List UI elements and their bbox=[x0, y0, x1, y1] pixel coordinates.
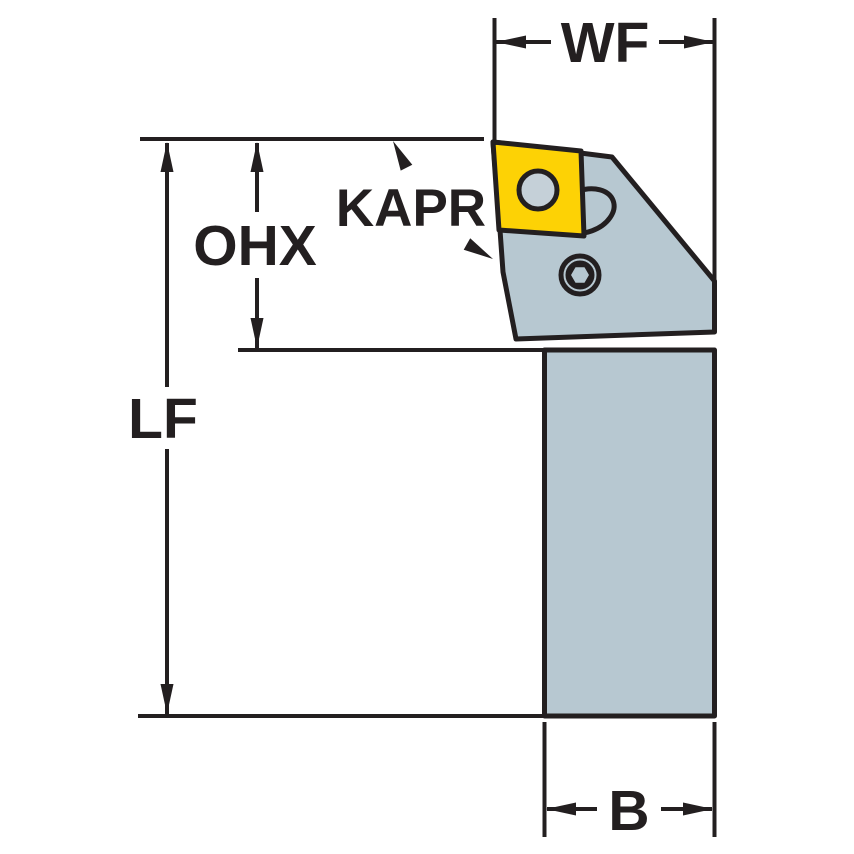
wf-label: WF bbox=[561, 11, 650, 75]
tool-shank bbox=[542, 347, 717, 719]
lf-arrow-up-icon bbox=[160, 142, 174, 172]
screw-hex-socket-icon bbox=[567, 263, 593, 287]
b-label: B bbox=[608, 779, 649, 843]
ohx-arrow-down-icon bbox=[250, 318, 264, 348]
kapr-label: KAPR bbox=[336, 179, 486, 238]
wf-arrow-left-icon bbox=[496, 35, 526, 49]
lf-arrow-down-icon bbox=[160, 684, 174, 714]
lf-label: LF bbox=[128, 387, 198, 451]
b-arrow-left-icon bbox=[546, 802, 576, 816]
insert-hole bbox=[516, 168, 560, 212]
ohx-arrow-up-icon bbox=[250, 142, 264, 172]
kapr-arrow-to-reference-line-icon bbox=[393, 141, 413, 171]
ohx-label: OHX bbox=[193, 214, 317, 278]
wf-arrow-right-icon bbox=[684, 35, 714, 49]
b-arrow-right-icon bbox=[683, 802, 713, 816]
kapr-arrow-to-cutting-edge-icon bbox=[463, 238, 493, 259]
